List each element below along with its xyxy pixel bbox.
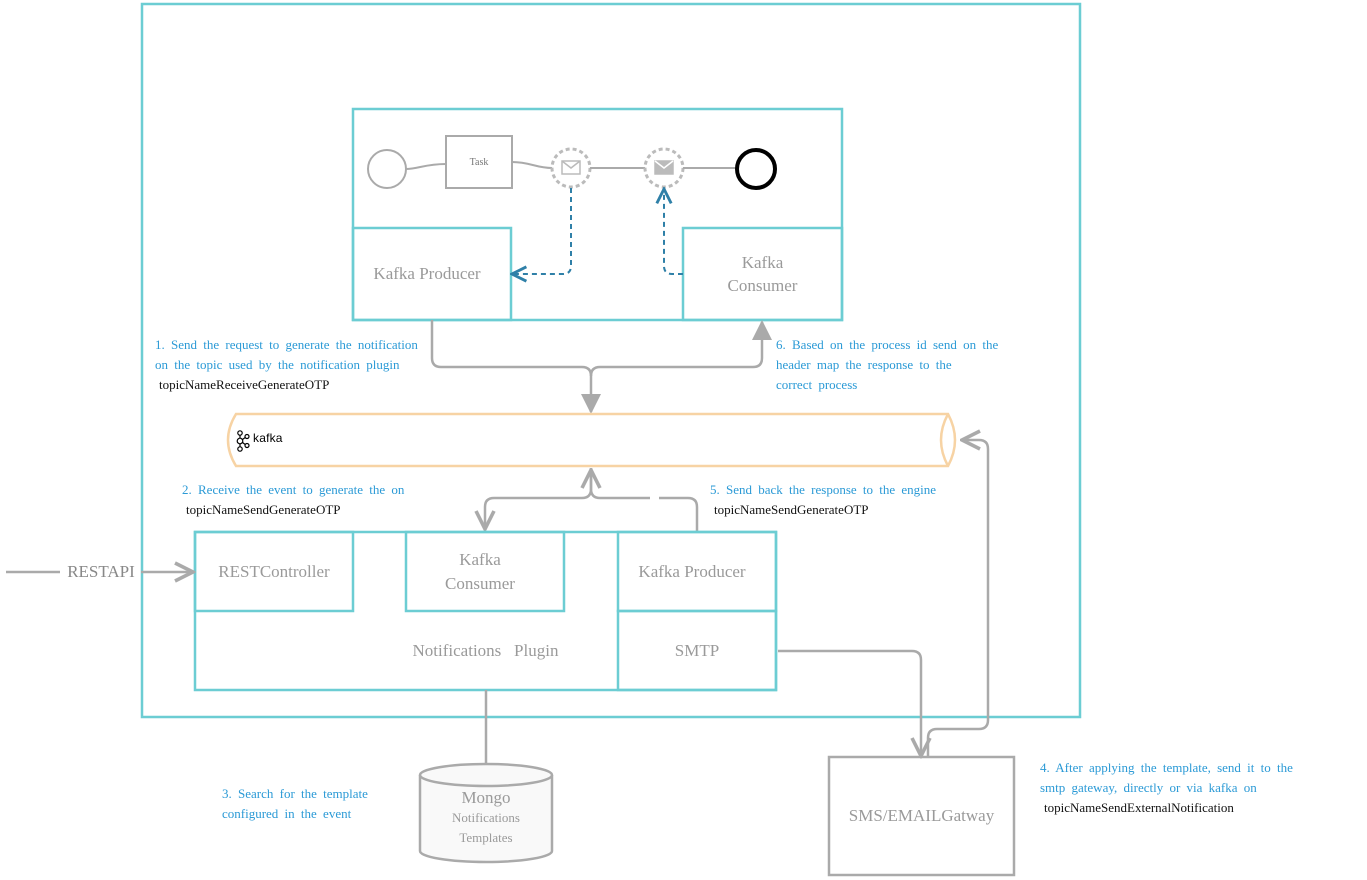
note-1-line1: 1. Send the request to generate the noti…	[155, 337, 418, 352]
note-1: 1. Send the request to generate the noti…	[155, 335, 418, 395]
note-6-line1: 6. Based on the process id send on the	[776, 337, 999, 352]
dashed-arrow-to-producer	[512, 188, 572, 274]
mongo-line2: Notifications	[452, 810, 520, 825]
smtp-label: SMTP	[674, 640, 720, 660]
kafka-topic-cylinder	[226, 412, 957, 468]
note-4-topic: topicNameSendExternalNotification	[1044, 800, 1234, 815]
gateway-to-kafka-arrow	[926, 440, 990, 756]
plugin-kafka-producer-label: Kafka Producer	[638, 561, 746, 581]
smtp-to-gateway-arrow	[778, 649, 921, 756]
kafka-to-consumer-arrow	[589, 320, 772, 377]
plugin-kafka-consumer-line2: Consumer	[445, 573, 515, 593]
plugin-kafka-consumer-line1: Kafka	[459, 549, 501, 569]
producer-to-kafka-arrow	[430, 320, 601, 414]
plugin-kafka-consumer-label: Kafka Consumer	[406, 532, 554, 611]
plugin-producer-to-kafka-arrow	[589, 488, 699, 531]
mongo-line1: Mongo	[461, 788, 511, 807]
bpmn-kafka-producer-label: Kafka Producer	[373, 264, 481, 283]
mongo-label: Mongo Notifications Templates	[420, 786, 552, 850]
note-4-line2: smtp gateway, directly or via kafka on	[1040, 780, 1257, 795]
note-4-line1: 4. After applying the template, send it …	[1040, 760, 1293, 775]
note-6: 6. Based on the process id send on the h…	[776, 335, 998, 395]
end-event-icon	[735, 148, 777, 190]
note-5: 5. Send back the response to the engine …	[710, 480, 936, 520]
kafka-to-plugin-consumer-arrow	[485, 468, 593, 529]
plugin-kafka-consumer-box	[404, 530, 566, 613]
start-event-icon	[367, 149, 407, 189]
restapi-label: RESTAPI	[67, 562, 135, 581]
bpmn-process-box	[351, 107, 844, 322]
bpmn-kafka-consumer-label: Kafka Consumer	[683, 228, 842, 320]
note-5-line1: 5. Send back the response to the engine	[710, 482, 937, 497]
rest-controller-label: RESTController	[218, 561, 330, 581]
note-3: 3. Search for the template configured in…	[222, 784, 368, 824]
bpmn-kafka-consumer-line2: Consumer	[727, 276, 798, 295]
note-2-topic: topicNameSendGenerateOTP	[186, 502, 341, 517]
kafka-logo-icon	[236, 430, 250, 452]
bpmn-kafka-consumer-line1: Kafka	[741, 253, 784, 272]
note-3-line1: 3. Search for the template	[222, 786, 368, 801]
note-6-line2: header map the response to the	[776, 357, 952, 372]
task-box	[445, 135, 513, 189]
note-6-line3: correct process	[776, 377, 858, 392]
note-2-line1: 2. Receive the event to generate the on	[182, 482, 405, 497]
gateway-label: SMS/EMAILGatway	[848, 806, 995, 825]
engine-container	[140, 2, 1082, 719]
note-4: 4. After applying the template, send it …	[1040, 758, 1293, 818]
bpmn-flow	[367, 135, 777, 190]
task-label: Task	[469, 156, 489, 168]
note-1-topic: topicNameReceiveGenerateOTP	[159, 377, 330, 392]
note-2: 2. Receive the event to generate the on …	[182, 480, 404, 520]
kafka-logo-text: kafka	[253, 431, 283, 445]
note-3-line2: configured in the event	[222, 806, 352, 821]
notifications-plugin-label: Notifications Plugin	[412, 640, 559, 660]
mongo-line3: Templates	[459, 830, 513, 845]
note-1-line2: on the topic used by the notification pl…	[155, 357, 400, 372]
dashed-arrow-from-consumer	[664, 189, 683, 275]
smtp-box	[616, 609, 778, 692]
note-5-topic: topicNameSendGenerateOTP	[714, 502, 869, 517]
gateway-box	[827, 755, 1016, 877]
mongo-database-icon	[418, 762, 554, 864]
